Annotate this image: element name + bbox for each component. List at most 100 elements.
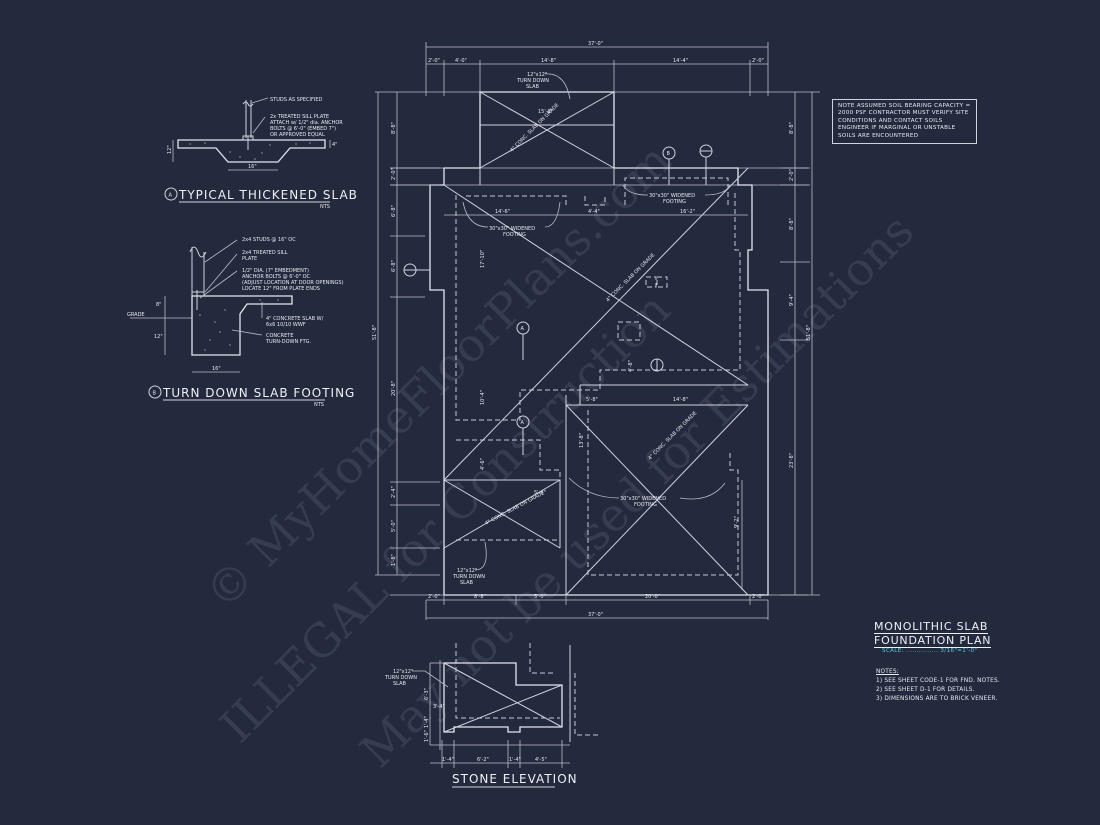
section-tag-a: A xyxy=(516,321,530,360)
detail-b-below-grade-dim: 12" xyxy=(154,334,163,340)
plan-title-line-2: FOUNDATION PLAN xyxy=(874,634,992,648)
callout-line: TURN DOWN xyxy=(452,574,485,580)
callout-widened-footing-bottom: 30"x30" WIDENED FOOTING xyxy=(568,477,726,508)
interior-dim: 4'-8" xyxy=(628,360,634,372)
detail-a-slab-dim: 4" xyxy=(332,142,337,148)
stone-callout-line: 12"x12" xyxy=(393,669,413,675)
left-dim-segment: 20'-8" xyxy=(391,381,397,396)
interior-dim: 15'-8" xyxy=(538,109,553,115)
right-dim-segment: 2'-0" xyxy=(789,169,795,181)
detail-a-tag: A xyxy=(169,193,173,199)
detail-a-callout-line: OR APPROVED EQUAL xyxy=(270,132,325,138)
detail-b-callout-studs: 2x4 STUDS @ 16" OC xyxy=(242,237,296,243)
detail-b-title: TURN DOWN SLAB FOOTING xyxy=(162,386,355,400)
callout-widened-footing-top: 30"x30" WIDENED FOOTING xyxy=(622,184,731,205)
top-dim-segment: 2'-0" xyxy=(428,58,440,64)
detail-a-depth-dim: 12" xyxy=(167,145,173,154)
detail-a-scale: NTS xyxy=(320,204,330,210)
bottom-dim-segment: 2'-0" xyxy=(428,594,440,600)
callout-line: 30"x30" WIDENED xyxy=(620,496,666,502)
detail-b-scale: NTS xyxy=(314,402,324,408)
bottom-dim-segment: 5'-0" xyxy=(534,594,546,600)
detail-a-callout-sill: 2x TREATED SILL PLATE xyxy=(270,114,329,120)
interior-dim: 5'-4" xyxy=(534,490,546,496)
detail-b-above-grade-dim: 8" xyxy=(156,302,161,308)
detail-b-callout-slab: 4" CONCRETE SLAB W/ xyxy=(266,316,324,322)
detail-b-callout-line: PLATE xyxy=(242,256,257,262)
section-tag-b: B xyxy=(662,146,676,185)
bottom-dim-segment: 8'-8" xyxy=(474,594,486,600)
detail-b-callout-bolts: 1/2" DIA. (7" EMBEDMENT) xyxy=(242,268,309,274)
stone-callout-line: TURN DOWN xyxy=(384,675,417,681)
detail-b-callout-line: ANCHOR BOLTS @ 6'-0" OC xyxy=(242,274,311,280)
soil-bearing-note: NOTE ASSUMED SOIL BEARING CAPACITY = 200… xyxy=(832,99,977,145)
detail-b-width-dim: 16" xyxy=(212,366,221,372)
detail-b-callout-line: (ADJUST LOCATION AT DOOR OPENINGS) xyxy=(242,280,344,286)
stone-dim: 1'-6" xyxy=(424,730,430,742)
bottom-dim-segment: 2'-0" xyxy=(752,594,764,600)
top-dim-segment: 2'-0" xyxy=(752,58,764,64)
top-overall-dim: 37'-0" xyxy=(588,41,603,47)
interior-dim: 16'-2" xyxy=(680,209,695,215)
callout-widened-footing-left: 30"x30" WIDENED FOOTING xyxy=(462,201,561,238)
left-dim-segment: 2'-4" xyxy=(391,486,397,498)
callout-line: FOOTING xyxy=(663,199,686,205)
stone-height-dim: 6'-3" xyxy=(424,688,430,700)
left-dim-segment: 8'-8" xyxy=(391,122,397,134)
right-dim-segment: 23'-8" xyxy=(789,453,795,468)
detail-a-title: TYPICAL THICKENED SLAB xyxy=(178,188,358,202)
interior-dim: 10'-4" xyxy=(480,390,486,405)
plan-notes: NOTES: 1) SEE SHEET CODE-1 FOR FND. NOTE… xyxy=(876,668,1000,704)
left-dim-segment: 5'-0" xyxy=(391,520,397,532)
callout-turn-down-top: 12"x12" TURN DOWN SLAB xyxy=(516,72,571,100)
detail-turn-down-slab-footing: GRADE 8" 12" 16" 2x4 STUDS @ 16" OC 2x4 … xyxy=(127,237,355,408)
top-dim-segment: 14'-8" xyxy=(541,58,556,64)
detail-a-width-dim: 16" xyxy=(248,164,257,170)
stone-dim: 1'-4" xyxy=(424,716,430,728)
callout-line: SLAB xyxy=(460,580,473,586)
left-overall-dim: 51'-8" xyxy=(372,325,378,340)
stone-bottom-dim: 1'-4" xyxy=(442,757,454,763)
callout-line: 30"x30" WIDENED xyxy=(649,193,695,199)
stone-bottom-dim: 6'-2" xyxy=(477,757,489,763)
callout-line: TURN DOWN xyxy=(516,78,549,84)
interior-dim: 14'-6" xyxy=(495,209,510,215)
detail-a-callout-line: ATTACH w/ 1/2" dia. ANCHOR xyxy=(270,120,343,126)
interior-dim: 9'-2" xyxy=(734,516,740,528)
slab-label: 4" CONC. SLAB ON GRADE xyxy=(509,102,560,153)
detail-a-callout-studs: STUDS AS SPECIFIED xyxy=(270,97,323,103)
section-tag-a-2: A xyxy=(516,415,530,455)
plan-scale: SCALE: ............... 3/16"=1'-0" xyxy=(882,648,978,654)
interior-dim: 5'-8" xyxy=(586,397,598,403)
callout-line: SLAB xyxy=(526,84,539,90)
section-tag-label: A xyxy=(521,326,525,332)
detail-reference-marker xyxy=(403,144,713,372)
bottom-overall-dim: 37'-0" xyxy=(588,612,603,618)
stone-bottom-dim: 1'-4" xyxy=(509,757,521,763)
grade-label: GRADE xyxy=(127,312,145,318)
left-dim-segment: 6'-8" xyxy=(391,205,397,217)
right-dim-segment: 8'-8" xyxy=(789,218,795,230)
callout-line: FOOTING xyxy=(503,232,526,238)
plan-title: MONOLITHIC SLAB FOUNDATION PLAN xyxy=(874,620,992,648)
left-dim-segment: 2'-0" xyxy=(391,168,397,180)
interior-dim: 14'-8" xyxy=(673,397,688,403)
section-tag-label: A xyxy=(521,420,525,426)
note-item: 1) SEE SHEET CODE-1 FOR FND. NOTES. xyxy=(876,678,1000,684)
top-dim-segment: 14'-4" xyxy=(673,58,688,64)
notes-header: NOTES: xyxy=(876,669,899,675)
interior-dim: 4'-4" xyxy=(588,209,600,215)
detail-b-callout-line: 6x6 10/10 WWF xyxy=(266,322,306,328)
callout-turn-down-bottom: 12"x12" TURN DOWN SLAB xyxy=(452,541,487,586)
right-dim-segment: 9'-4" xyxy=(789,294,795,306)
right-dim-segment: 8'-8" xyxy=(789,122,795,134)
section-tag-label: B xyxy=(667,151,671,157)
interior-dim: 17'-10" xyxy=(480,250,486,268)
detail-typical-thickened-slab: 12" 16" 4" STUDS AS SPECIFIED 2x TREATED… xyxy=(164,97,358,210)
right-overall-dim: 51'-8" xyxy=(806,325,812,340)
left-dim-segment: 1'-8" xyxy=(391,554,397,566)
stone-elevation: 6'-3" 3'-4" 1'-4" 1'-6" 1'-4" 6'-2" 1'-4… xyxy=(384,643,600,788)
interior-dim: 4'-6" xyxy=(480,458,486,470)
detail-b-tag: B xyxy=(153,391,157,397)
